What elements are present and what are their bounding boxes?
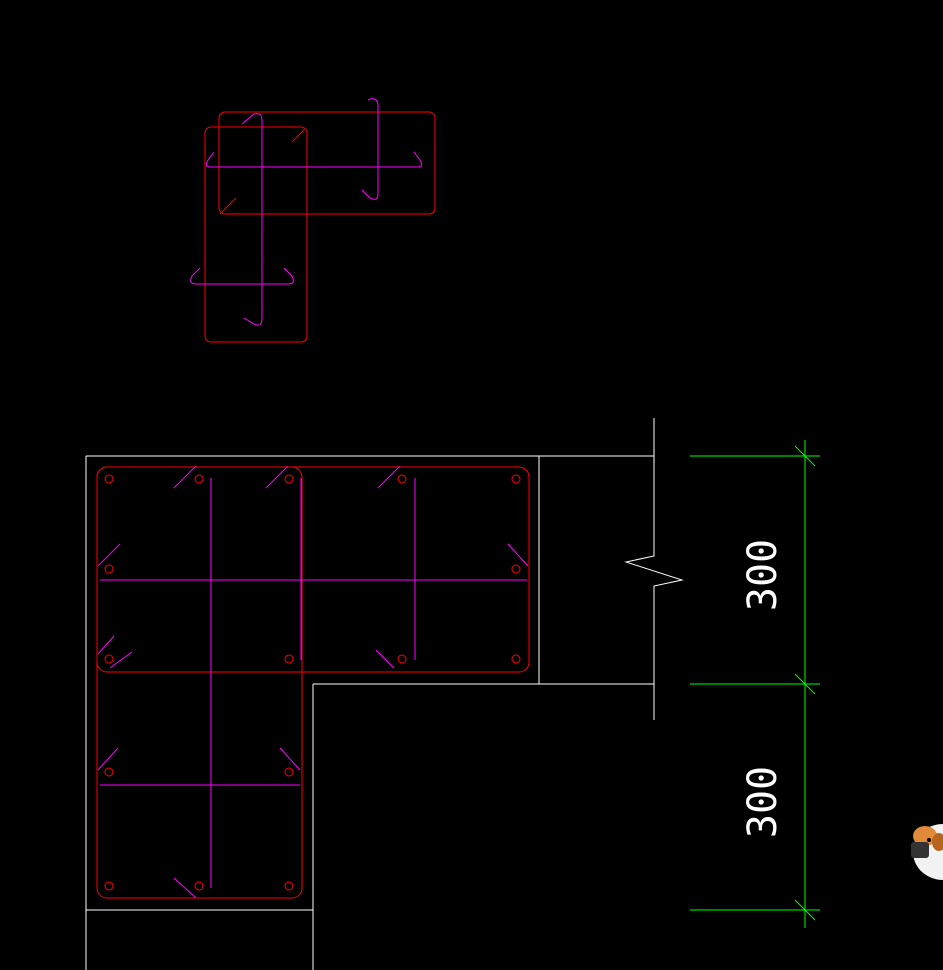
schematic-tie-vertical-2 xyxy=(361,98,379,200)
hook xyxy=(375,649,395,669)
stirrup-vertical xyxy=(96,466,303,899)
rebar xyxy=(104,564,114,574)
hook xyxy=(109,651,133,669)
rebar xyxy=(511,474,521,484)
tick-mark xyxy=(794,899,816,921)
rebar xyxy=(397,654,407,664)
hook xyxy=(507,543,529,567)
schematic-stirrup-horizontal xyxy=(218,111,436,215)
rebar xyxy=(511,564,521,574)
mascot-dog-icon[interactable] xyxy=(911,824,943,880)
rebar xyxy=(511,654,521,664)
schematic-hook xyxy=(219,129,305,215)
rebar xyxy=(104,474,114,484)
rebar xyxy=(284,474,294,484)
schematic-tie-vertical xyxy=(241,113,263,326)
rebar xyxy=(104,654,114,664)
rebar xyxy=(397,474,407,484)
schematic-tie-horizontal xyxy=(205,151,423,168)
rebar xyxy=(104,881,114,891)
hook xyxy=(173,465,197,489)
schematic-stirrup-vertical xyxy=(204,126,308,343)
rebar xyxy=(284,654,294,664)
rebar xyxy=(194,881,204,891)
stirrups xyxy=(96,466,530,899)
tick-mark xyxy=(794,445,816,467)
rebars xyxy=(104,474,521,891)
hook xyxy=(265,465,289,489)
hook xyxy=(97,543,121,567)
dimension-lines xyxy=(690,440,820,928)
tick-mark xyxy=(794,673,816,695)
hook xyxy=(97,635,115,655)
rebar xyxy=(284,881,294,891)
stirrup-horizontal xyxy=(96,466,530,673)
dimension-label-bottom: 300 xyxy=(740,766,786,838)
rebar xyxy=(194,474,204,484)
hook xyxy=(173,877,197,899)
hook xyxy=(279,747,301,771)
break-line-icon xyxy=(624,418,684,720)
rebar xyxy=(284,767,294,777)
hook xyxy=(377,465,401,489)
dimension-label-top: 300 xyxy=(740,539,786,611)
ties xyxy=(100,478,527,888)
section-outline xyxy=(85,418,684,970)
rebar xyxy=(104,767,114,777)
schematic-top xyxy=(190,98,436,343)
hook xyxy=(97,747,119,771)
hooks xyxy=(97,465,529,899)
schematic-tie-horizontal-2 xyxy=(190,267,294,285)
